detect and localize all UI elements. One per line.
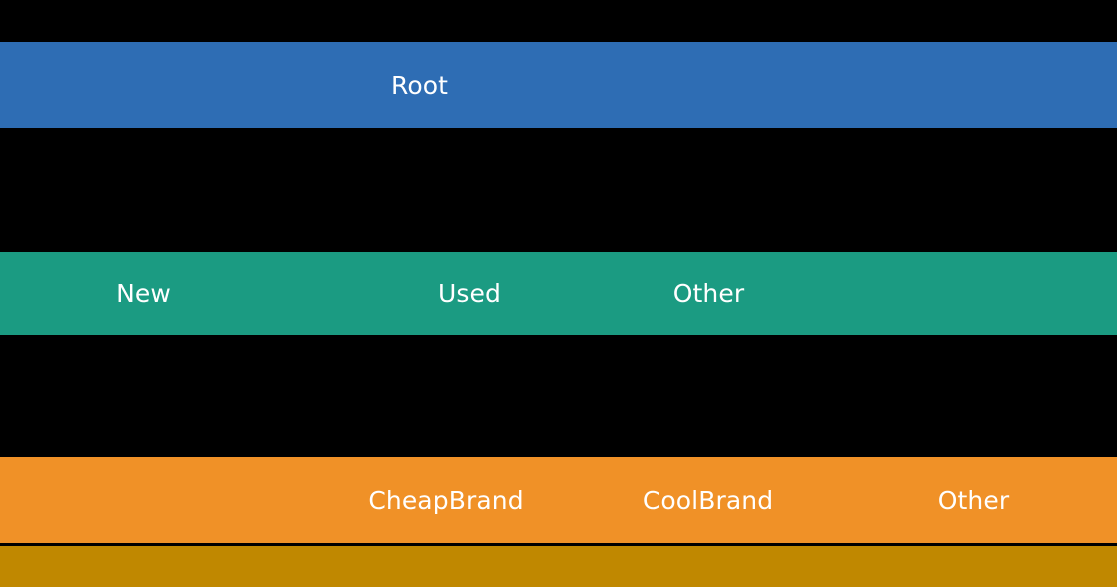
icicle-node-new[interactable]: New <box>44 252 243 335</box>
icicle-node-cheapbrand[interactable]: CheapBrand <box>345 457 547 543</box>
icicle-node-label: CoolBrand <box>642 485 774 515</box>
icicle-node-other[interactable]: Other <box>606 252 811 335</box>
icicle-node-unlabeled[interactable] <box>243 252 318 335</box>
icicle-node-unlabeled[interactable] <box>0 546 480 587</box>
chart-level-leaf <box>0 546 1117 587</box>
icicle-node-unlabeled[interactable] <box>521 252 606 335</box>
icicle-node-unlabeled[interactable] <box>811 252 1117 335</box>
icicle-node-label: New <box>116 279 171 308</box>
icicle-node-unlabeled[interactable] <box>547 457 606 543</box>
icicle-node-label: Other <box>672 279 745 308</box>
icicle-node-root[interactable]: Root <box>318 42 521 128</box>
icicle-node-unlabeled[interactable] <box>1072 457 1117 543</box>
icicle-node-unlabeled[interactable] <box>859 546 1117 587</box>
icicle-node-label: Used <box>438 279 501 308</box>
icicle-node-coolbrand[interactable]: CoolBrand <box>606 457 810 543</box>
icicle-node-label: Other <box>937 485 1010 515</box>
icicle-node-label: CheapBrand <box>368 485 524 515</box>
icicle-node-unlabeled[interactable] <box>810 457 875 543</box>
icicle-node-label: Root <box>390 70 449 100</box>
chart-level-category: New Used Other <box>0 252 1117 335</box>
chart-level-root: Root <box>0 42 1117 128</box>
icicle-node-unlabeled[interactable] <box>0 42 318 128</box>
icicle-node-unlabeled[interactable] <box>480 546 769 587</box>
icicle-node-unlabeled[interactable] <box>0 252 44 335</box>
icicle-node-other[interactable]: Other <box>875 457 1072 543</box>
icicle-node-unlabeled[interactable] <box>318 252 418 335</box>
icicle-node-unlabeled[interactable] <box>0 457 345 543</box>
chart-level-brand: CheapBrand CoolBrand Other <box>0 457 1117 543</box>
icicle-node-unlabeled[interactable] <box>769 546 859 587</box>
icicle-node-used[interactable]: Used <box>418 252 521 335</box>
icicle-node-unlabeled[interactable] <box>521 42 1117 128</box>
